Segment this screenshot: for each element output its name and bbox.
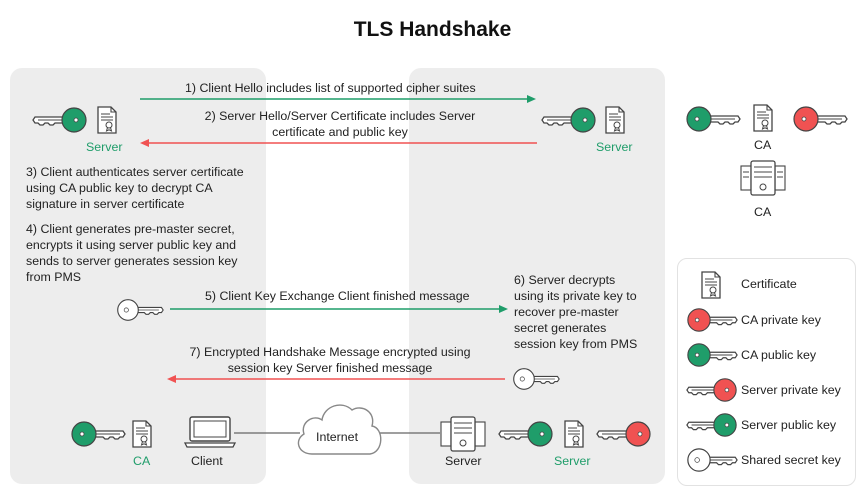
step-6-line-3: recover pre-master — [514, 305, 619, 319]
green-key-icon — [498, 421, 553, 447]
ca-label-bottom: CA — [754, 205, 772, 219]
arrow-server-hello — [140, 139, 537, 147]
server-label-bottom-green: Server — [554, 454, 591, 468]
legend: Certificate CA private key CA public key… — [677, 258, 856, 486]
arrow-client-key-exchange — [170, 305, 508, 313]
certificate-icon — [96, 106, 118, 134]
legend-label-server-public-key: Server public key — [741, 418, 837, 432]
white-key-icon — [513, 368, 560, 390]
step-4-text: 4) Client generates pre-master secret, e… — [26, 221, 237, 285]
arrow-encrypted-handshake — [167, 375, 505, 383]
step-2-line-2: certificate and public key — [272, 125, 408, 139]
internet-label: Internet — [316, 430, 359, 444]
white-key-icon — [117, 299, 164, 321]
server-panel — [409, 68, 665, 484]
step-4-line-4: from PMS — [26, 270, 82, 284]
legend-label-ca-private-key: CA private key — [741, 313, 821, 327]
legend-label-server-private-key: Server private key — [741, 383, 841, 397]
laptop-icon — [184, 416, 236, 448]
step-4-line-2: encrypts it using server public key and — [26, 238, 237, 252]
ca-label-client: CA — [133, 454, 151, 468]
step-3-line-3: signature in server certificate — [26, 197, 185, 211]
step-7-text: 7) Encrypted Handshake Message encrypted… — [160, 344, 500, 376]
green-key-icon — [687, 343, 738, 367]
legend-label-shared-secret-key: Shared secret key — [741, 453, 841, 467]
green-key-icon — [541, 107, 596, 133]
red-key-icon — [793, 106, 848, 132]
red-key-icon — [596, 421, 651, 447]
green-key-icon — [686, 106, 741, 132]
certificate-icon — [604, 106, 626, 134]
step-5-text: 5) Client Key Exchange Client finished m… — [205, 289, 470, 303]
server-label-left: Server — [86, 140, 123, 154]
certificate-icon — [563, 420, 585, 448]
page-title: TLS Handshake — [353, 18, 512, 41]
green-key-icon — [686, 413, 737, 437]
green-key-icon — [32, 107, 87, 133]
step-4-line-1: 4) Client generates pre-master secret, — [26, 222, 235, 236]
red-key-icon — [686, 378, 737, 402]
arrow-client-hello — [140, 95, 536, 103]
step-6-line-4: secret generates — [514, 321, 607, 335]
certificate-icon — [752, 104, 774, 132]
client-panel — [10, 68, 266, 484]
white-key-icon — [687, 448, 738, 472]
client-label: Client — [191, 454, 223, 468]
step-6-line-1: 6) Server decrypts — [514, 273, 616, 287]
step-6-line-2: using its private key to — [514, 289, 637, 303]
red-key-icon — [687, 308, 738, 332]
certificate-icon — [700, 271, 722, 299]
ca-label-top: CA — [754, 138, 772, 152]
step-3-text: 3) Client authenticates server certifica… — [26, 164, 244, 212]
step-4-line-3: sends to server generates session key — [26, 254, 238, 268]
step-1-text: 1) Client Hello includes list of support… — [185, 81, 476, 95]
server-rack-icon — [440, 416, 486, 452]
legend-label-certificate: Certificate — [741, 277, 797, 291]
step-2-text: 2) Server Hello/Server Certificate inclu… — [150, 108, 530, 140]
step-2-line-1: 2) Server Hello/Server Certificate inclu… — [204, 109, 476, 123]
server-rack-icon — [740, 160, 786, 196]
legend-label-ca-public-key: CA public key — [741, 348, 817, 362]
step-7-line-2: session key Server finished message — [227, 361, 433, 375]
cloud-icon — [297, 404, 382, 455]
server-label-right: Server — [596, 140, 633, 154]
step-3-line-2: using CA public key to decrypt CA — [26, 181, 213, 195]
server-label-bottom: Server — [445, 454, 482, 468]
certificate-icon — [131, 420, 153, 448]
step-7-line-1: 7) Encrypted Handshake Message encrypted… — [189, 345, 471, 359]
step-6-text: 6) Server decrypts using its private key… — [514, 272, 637, 352]
step-3-line-1: 3) Client authenticates server certifica… — [26, 165, 244, 179]
green-key-icon — [71, 421, 126, 447]
step-6-line-5: session key from PMS — [514, 337, 638, 351]
